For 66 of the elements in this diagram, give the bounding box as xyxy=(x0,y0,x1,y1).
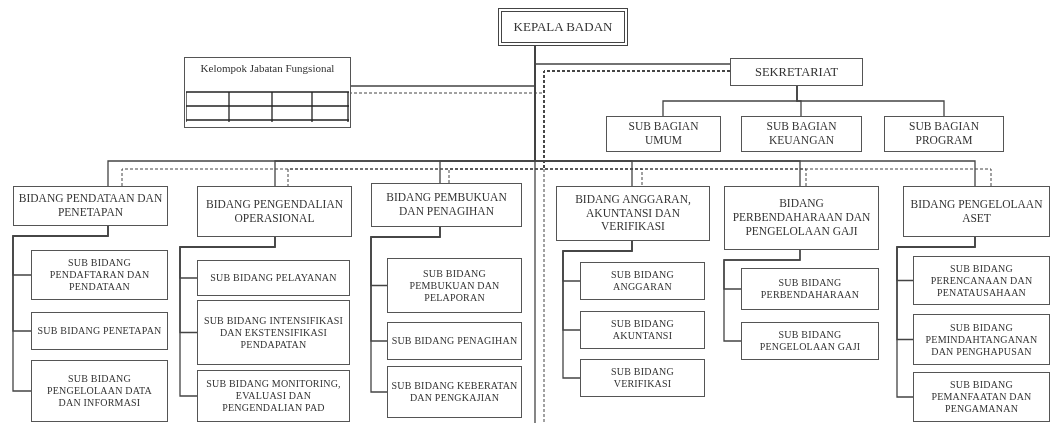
title-text: KEPALA BADAN xyxy=(513,19,613,35)
subdivision-box xyxy=(31,250,168,300)
connector-line xyxy=(12,225,109,392)
box-label: SUB BIDANG PENAGIHAN xyxy=(391,335,518,347)
connector-line xyxy=(562,240,633,379)
subdivision-box xyxy=(387,322,522,360)
head-box xyxy=(498,8,628,46)
section-box xyxy=(606,116,721,152)
box-label: SUB BIDANG ANGGARAN xyxy=(610,269,675,293)
subdivision-box xyxy=(197,300,350,365)
box-label: SUB BAGIAN PROGRAM xyxy=(908,120,980,148)
subdivision-box xyxy=(197,260,350,296)
box-label: SUB BIDANG VERIFIKASI xyxy=(610,366,675,390)
section-box xyxy=(741,116,862,152)
subdivision-box xyxy=(31,312,168,350)
box-label: BIDANG PERBENDAHARAAN DAN PENGELOLAAN GAJI xyxy=(731,197,872,239)
box-label: BIDANG PENDATAAN DAN PENETAPAN xyxy=(17,192,164,220)
division-box xyxy=(13,186,168,226)
division-box xyxy=(903,186,1050,237)
division-box xyxy=(197,186,352,237)
group-box xyxy=(184,57,351,128)
box-label: SUB BIDANG PEMANFAATAN DAN PENGAMANAN xyxy=(930,379,1033,415)
box-label: SUB BIDANG PERENCANAAN DAN PENATAUSAHAAN xyxy=(929,262,1034,299)
box-label: SUB BAGIAN UMUM xyxy=(627,120,700,148)
box-label: BIDANG ANGGARAN, AKUNTANSI DAN VERIFIKASI xyxy=(574,192,692,235)
connector-line xyxy=(896,236,976,398)
box-label: SUB BIDANG PERBENDAHARAAN xyxy=(759,277,861,301)
subdivision-box xyxy=(580,359,705,397)
subdivision-box xyxy=(197,370,350,422)
box-label: BIDANG PENGENDALIAN OPERASIONAL xyxy=(205,197,344,226)
connector-line xyxy=(370,226,441,393)
connector-line xyxy=(179,236,276,397)
subdivision-box xyxy=(580,262,705,300)
division-box xyxy=(556,186,710,241)
secretariat-box xyxy=(730,58,863,86)
connector-line xyxy=(723,249,801,342)
box-label: SUB BIDANG KEBERATAN DAN PENGKAJIAN xyxy=(391,380,518,404)
box-label: SUB BIDANG AKUNTANSI xyxy=(610,318,675,342)
box-label: SUB BIDANG PEMINDAHTANGANAN DAN PENGHAPUSAN xyxy=(924,321,1039,358)
subdivision-box xyxy=(31,360,168,422)
subdivision-box xyxy=(913,314,1050,365)
box-label: SUB BIDANG PEMBUKUAN DAN PELAPORAN xyxy=(408,267,501,304)
box-label: SUB BAGIAN KEUANGAN xyxy=(765,120,838,148)
box-label: BIDANG PENGELOLAAN ASET xyxy=(909,197,1044,226)
subdivision-box xyxy=(741,268,879,310)
division-box xyxy=(371,183,522,227)
subdivision-box xyxy=(387,258,522,313)
section-box xyxy=(884,116,1004,152)
box-label: SUB BIDANG MONITORING, EVALUASI DAN PENGENDALIAN PAD xyxy=(205,378,342,414)
subdivision-box xyxy=(741,322,879,360)
dashed-connector xyxy=(543,70,992,187)
subdivision-box xyxy=(913,256,1050,305)
box-label: SUB BIDANG PENGELOLAAN GAJI xyxy=(758,329,862,353)
box-label: SUB BIDANG PENDAFTARAN DAN PENDATAAN xyxy=(48,257,151,293)
subdivision-box xyxy=(913,372,1050,422)
box-label: SUB BIDANG INTENSIFIKASI DAN EKSTENSIFIKASI PENDAPATAN xyxy=(202,314,345,351)
subdivision-box xyxy=(580,311,705,349)
box-label: SUB BIDANG PENGELOLAAN DATA DAN INFORMASI xyxy=(46,373,153,409)
box-label: SUB BIDANG PENETAPAN xyxy=(37,325,162,337)
box-label: SEKRETARIAT xyxy=(755,64,838,80)
box-label: BIDANG PEMBUKUAN DAN PENAGIHAN xyxy=(385,191,508,219)
division-box xyxy=(724,186,879,250)
group-label: Kelompok Jabatan Fungsional xyxy=(200,62,335,76)
connector-line xyxy=(796,85,945,117)
box-label: SUB BIDANG PELAYANAN xyxy=(210,272,337,284)
subdivision-box xyxy=(387,366,522,418)
